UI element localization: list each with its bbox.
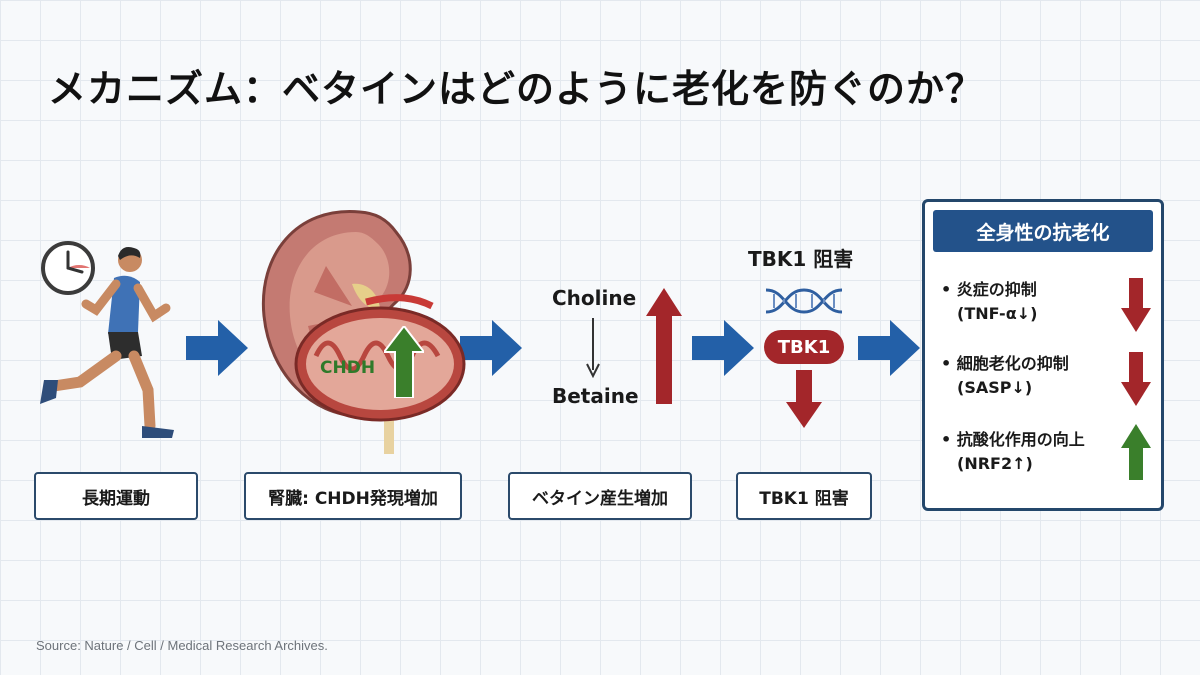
tbk1-down-arrow-icon	[786, 370, 822, 428]
step-box-betaine: ベタイン産生増加	[508, 472, 692, 520]
dna-icon	[766, 288, 842, 314]
source-citation: Source: Nature / Cell / Medical Research…	[36, 638, 328, 653]
chdh-up-arrow-icon	[384, 326, 424, 398]
inflammation-down-arrow-icon	[1121, 278, 1151, 332]
flow-arrow-4-icon	[858, 320, 920, 376]
senescence-down-arrow-icon	[1121, 352, 1151, 406]
runner-icon	[40, 241, 174, 438]
outcome-panel: 全身性の抗老化 • 炎症の抑制 (TNF-α↓) • 細胞老化の抑制 (SASP…	[922, 199, 1164, 511]
flow-arrow-2-icon	[460, 320, 522, 376]
page-title: メカニズム：ベタインはどのように老化を防ぐのか？	[48, 67, 985, 111]
tbk1-pill: TBK1	[764, 330, 844, 364]
choline-label: Choline	[552, 286, 637, 310]
antioxidant-up-arrow-icon	[1121, 424, 1151, 480]
conversion-arrow-icon	[586, 318, 600, 378]
step-box-exercise: 長期運動	[34, 472, 198, 520]
step-box-tbk1: TBK1 阻害	[736, 472, 872, 520]
effect-item-inflammation: • 炎症の抑制 (TNF-α↓)	[941, 280, 1038, 323]
step-box-kidney: 腎臓: CHDH発現増加	[244, 472, 462, 520]
outcome-panel-heading: 全身性の抗老化	[933, 210, 1153, 252]
kidney-icon	[261, 210, 466, 454]
betaine-label: Betaine	[552, 384, 639, 408]
chdh-label: CHDH	[320, 358, 376, 378]
flow-arrow-3-icon	[692, 320, 754, 376]
effect-item-antioxidant: • 抗酸化作用の向上 (NRF2↑)	[941, 430, 1085, 473]
tbk1-heading: TBK1 阻害	[748, 247, 854, 271]
betaine-up-arrow-icon	[646, 288, 682, 404]
flow-arrow-1-icon	[186, 320, 248, 376]
effect-item-senescence: • 細胞老化の抑制 (SASP↓)	[941, 354, 1069, 397]
